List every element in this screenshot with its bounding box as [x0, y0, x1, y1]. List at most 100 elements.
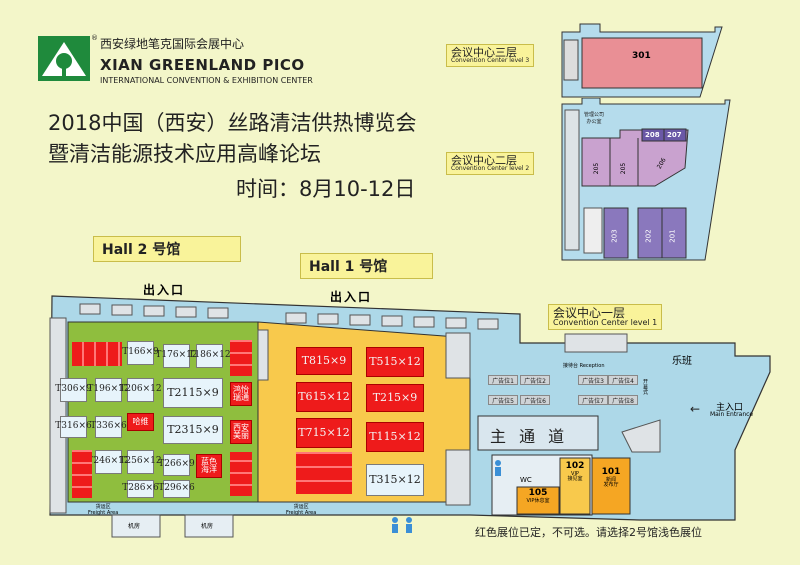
ad-slot-6[interactable]: 广告位6: [520, 395, 550, 405]
booth-size: 6×12: [104, 384, 130, 395]
ad-slot-3[interactable]: 广告位3: [578, 375, 608, 385]
room-207[interactable]: [663, 128, 687, 142]
hall1-label[interactable]: Hall 1 号馆: [300, 253, 433, 279]
lebang-label: 乐班: [672, 356, 692, 367]
booth-size: 15×9: [316, 354, 347, 368]
booth-taken-havi: 哈维: [127, 413, 154, 431]
booth-id: T1: [369, 430, 384, 444]
room-101[interactable]: 101 新闻 发布厅: [592, 467, 630, 489]
level1-label[interactable]: 会议中心一层 Convention Center level 1: [548, 304, 663, 330]
hall2-label[interactable]: Hall 2 号馆: [93, 236, 241, 262]
booth-size: 15×12: [383, 355, 421, 369]
booth-size: 15×12: [312, 390, 350, 404]
booth-size: 15×9: [387, 391, 418, 405]
booth-size: 6×9: [175, 459, 195, 470]
taken-mini-cluster-3: [230, 340, 252, 376]
booth-id: T33: [90, 421, 108, 432]
room-201[interactable]: [661, 207, 687, 259]
booth-id: T8: [301, 354, 317, 368]
booth-taken-lanse: 蓝色 海洋: [196, 454, 222, 478]
machine-room-2: 机房: [201, 523, 214, 530]
booth-size: 6×6: [175, 483, 195, 494]
room-301[interactable]: [581, 37, 703, 89]
booth-id: T7: [298, 426, 313, 440]
event-title-line1: 2018中国（西安）丝路清洁供热博览会: [48, 111, 417, 135]
booth-size: 6×12: [136, 456, 162, 467]
level3-label-cn: 会议中心三层: [451, 46, 517, 59]
booth-taken-hongyi: 鸿怡 瑞通: [230, 382, 252, 406]
machine-room-1: 机房: [128, 523, 141, 530]
level3-label[interactable]: 会议中心三层 Convention Center level 3: [446, 44, 535, 67]
booth-id: T6: [298, 390, 313, 404]
level2-plan: [561, 98, 731, 261]
level1-label-cn: 会议中心一层: [553, 306, 626, 320]
booth-size: 6×12: [172, 350, 198, 361]
event-date: 时间：8月10-12日: [236, 177, 416, 201]
room-102[interactable]: 102 VIP 接见室: [560, 461, 590, 483]
booth-size: 15×9: [188, 423, 219, 437]
booth-id: T30: [55, 384, 73, 395]
ad-slot-5[interactable]: 广告位5: [488, 395, 518, 405]
taken-mini-cluster-5: [296, 452, 352, 494]
freight-area-1: 货运区 Freight Area: [88, 504, 119, 516]
booth-size: 6×6: [139, 483, 159, 494]
room-208-label: 208: [645, 131, 660, 139]
ad-slot-8[interactable]: 广告位8: [608, 395, 638, 405]
booth-size: 15×12: [383, 430, 421, 444]
room-105[interactable]: 105 VIP休息室: [517, 488, 559, 504]
room-202[interactable]: [637, 207, 663, 259]
booth-size: 6×6: [72, 421, 92, 432]
booth-id: T29: [158, 483, 176, 494]
booth-id: T3: [369, 473, 384, 487]
venue-name-en: XIAN GREENLAND PICO: [100, 56, 305, 74]
room-301-label: 301: [632, 51, 651, 61]
booth-id: T2: [372, 391, 388, 405]
room-203[interactable]: [603, 207, 629, 259]
reception-label: 接待台 Reception: [563, 363, 605, 369]
venue-logo: [38, 36, 90, 81]
ad-slot-4[interactable]: 广告位4: [608, 375, 638, 385]
booth-id: T24: [87, 456, 105, 467]
booth-size: 6×12: [136, 384, 162, 395]
kaimen-label: 开幕式: [643, 379, 649, 396]
ad-slot-2[interactable]: 广告位2: [520, 375, 550, 385]
level2-label[interactable]: 会议中心二层 Convention Center level 2: [446, 152, 535, 175]
booth-id: T26: [158, 459, 176, 470]
room-101-sub: 新闻 发布厅: [603, 476, 619, 489]
legend-note: 红色展位已定，不可选。请选择2号馆浅色展位: [475, 526, 702, 539]
booth-id: T17: [155, 350, 173, 361]
level3-plan: [561, 23, 723, 98]
taken-mini-cluster-2: [72, 450, 92, 498]
room-207-label: 207: [667, 131, 682, 139]
booth-id: T5: [369, 355, 384, 369]
booth-id: T23: [167, 423, 189, 437]
booth-size: 15×12: [383, 473, 421, 487]
level2-label-en: Convention Center level 2: [451, 165, 530, 172]
venue-name-sub: INTERNATIONAL CONVENTION & EXHIBITION CE…: [100, 76, 313, 85]
taken-mini-cluster-4: [230, 452, 252, 496]
ad-slot-7[interactable]: 广告位7: [578, 395, 608, 405]
ad-slot-1[interactable]: 广告位1: [488, 375, 518, 385]
